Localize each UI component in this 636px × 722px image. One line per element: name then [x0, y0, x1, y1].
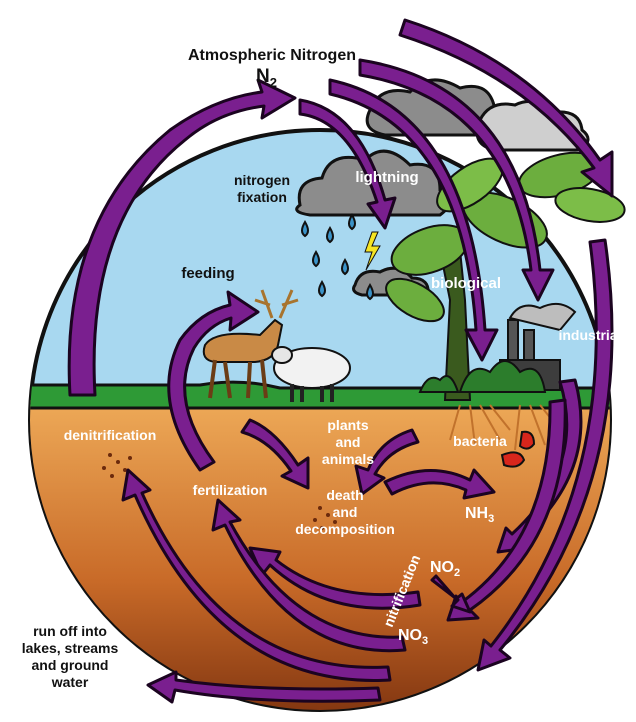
label-runoff-1: run off into: [33, 623, 107, 639]
label-fertilization: fertilization: [193, 482, 268, 498]
bacteria-icon: [520, 432, 534, 449]
bacteria-icon: [502, 452, 524, 466]
label-animals: animals: [322, 451, 374, 467]
label-death-and: and: [333, 504, 358, 520]
label-fixation: fixation: [237, 189, 287, 205]
label-runoff-3: and ground: [32, 657, 109, 673]
label-plants: plants: [327, 417, 368, 433]
label-denitrification: denitrification: [64, 427, 157, 443]
label-biological: biological: [431, 275, 501, 292]
title-atmospheric-nitrogen: Atmospheric Nitrogen: [188, 47, 356, 64]
label-decomposition: decomposition: [295, 521, 395, 537]
label-bacteria: bacteria: [453, 433, 507, 449]
formula-n2: N2: [256, 66, 277, 90]
label-death: death: [326, 487, 363, 503]
label-runoff-4: water: [51, 674, 89, 690]
label-feeding: feeding: [181, 265, 234, 282]
label-plants-and: and: [336, 434, 361, 450]
label-industrial: industrial: [558, 327, 621, 343]
label-nitrogen: nitrogen: [234, 172, 290, 188]
label-lightning: lightning: [355, 169, 418, 186]
label-runoff-2: lakes, streams: [22, 640, 119, 656]
